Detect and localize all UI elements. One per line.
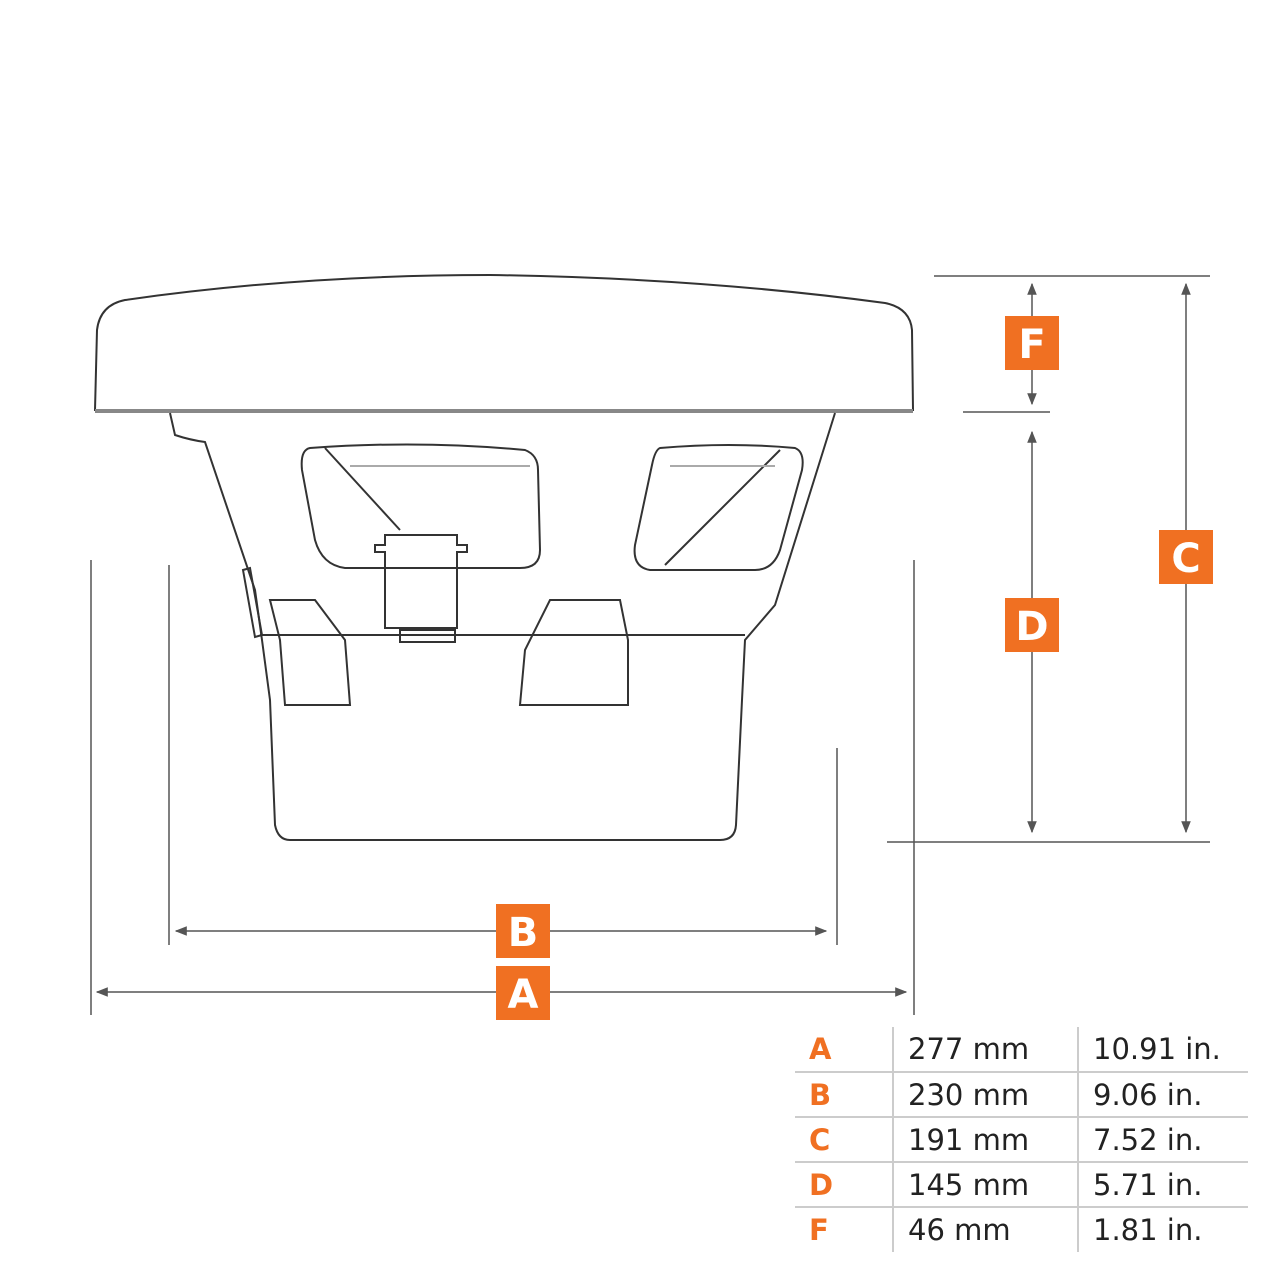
- dimension-in: 10.91 in.: [1077, 1027, 1248, 1073]
- label-d-text: D: [1015, 604, 1048, 650]
- label-c: C: [1159, 530, 1213, 584]
- dimension-mm: 46 mm: [892, 1207, 1078, 1252]
- dimension-mm: 145 mm: [892, 1162, 1078, 1208]
- dimension-mm: 277 mm: [892, 1027, 1078, 1073]
- label-f-text: F: [1018, 322, 1045, 368]
- speaker-outline: [93, 273, 915, 841]
- label-a: A: [496, 966, 550, 1020]
- dimension-in: 9.06 in.: [1077, 1072, 1248, 1118]
- dimension-mm: 191 mm: [892, 1117, 1078, 1163]
- dimension-in: 5.71 in.: [1077, 1162, 1248, 1208]
- dimension-key: A: [795, 1027, 893, 1073]
- dimension-key: F: [809, 1213, 829, 1247]
- dimension-mm: 230 mm: [892, 1072, 1078, 1118]
- dimension-key: C: [795, 1117, 893, 1163]
- label-b: B: [496, 904, 550, 958]
- dimension-in: 7.52 in.: [1077, 1117, 1248, 1163]
- label-d: D: [1005, 598, 1059, 652]
- dimension-key: B: [795, 1072, 893, 1118]
- dimension-key: D: [795, 1162, 893, 1208]
- label-b-text: B: [508, 910, 539, 956]
- dimension-in: 1.81 in.: [1077, 1207, 1248, 1252]
- label-f: F: [1005, 316, 1059, 370]
- label-c-text: C: [1171, 536, 1200, 582]
- label-a-text: A: [508, 972, 539, 1018]
